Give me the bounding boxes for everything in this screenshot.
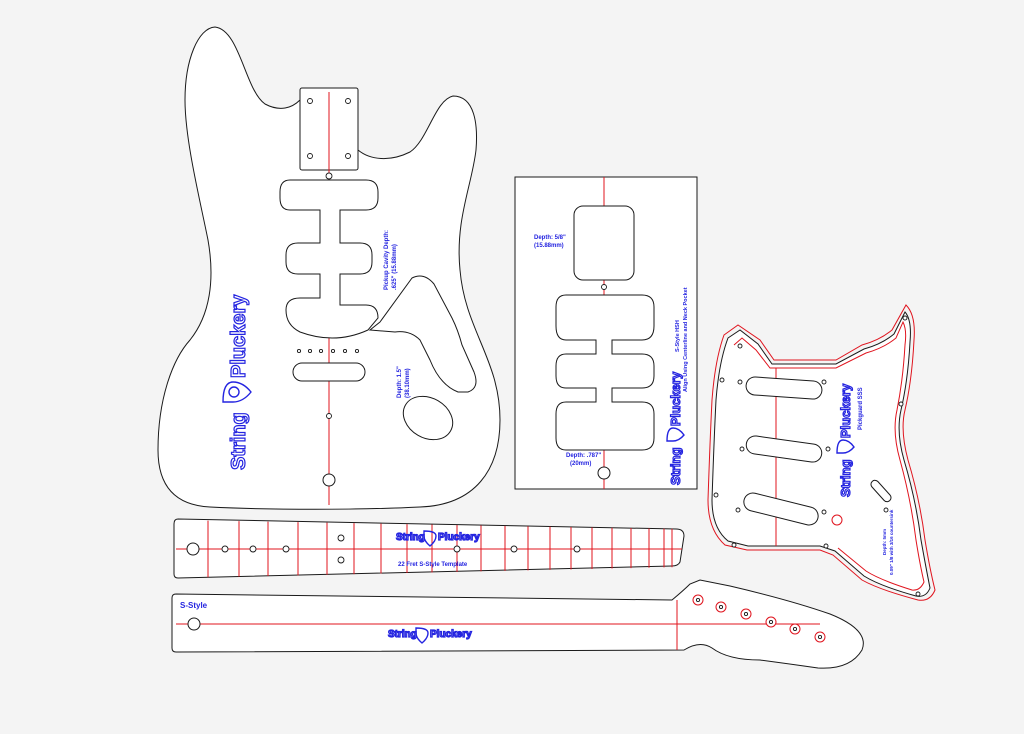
cavity-template: Depth: 5/8" (15.88mm) Depth: .787" (20mm… <box>514 176 698 490</box>
hsh-route <box>555 294 655 451</box>
neck-screw-hole <box>307 98 313 104</box>
pickguard-screw-holes <box>713 315 921 597</box>
fretboard-template: String Pluckery 22 Fret S-Style Template <box>173 518 685 579</box>
bridge-screw-holes <box>296 348 360 354</box>
logo-text-pluckery: Pluckery <box>838 383 853 438</box>
single-coil-pickup-slots <box>743 376 823 526</box>
neck-screw-hole <box>345 98 351 104</box>
pickup-depth-value: .625" (15.88mm) <box>392 244 398 290</box>
logo-text-string: String <box>396 532 425 543</box>
logo-text-pluckery: Pluckery <box>438 532 480 543</box>
logo-text-string: String <box>668 447 683 485</box>
pickup-depth-label: Pickup Cavity Depth: <box>384 230 390 290</box>
cavity-subtitle: Align Using Centerline and Neck Pocket <box>683 287 689 392</box>
cavity-title: S-Style HSH <box>675 320 681 352</box>
pickguard-note: 0.09" 1/8 with 3/16 countersink <box>889 509 894 575</box>
svg-text:Depth: 1.5" (38.10mm): Depth: 1.5" (38.10mm) <box>397 364 411 398</box>
pick-logo-icon <box>415 627 429 644</box>
pickguard-depth: Depth: 5mm <box>882 529 887 555</box>
brand-logo-body: String Pluckery <box>222 293 252 471</box>
jack-depth-value: (38.10mm) <box>405 368 411 398</box>
logo-text-string: String <box>228 412 250 470</box>
neck-screw-hole <box>345 153 351 159</box>
bottom-depth-label: Depth: .787" <box>566 453 601 459</box>
logo-text-pluckery: Pluckery <box>430 629 472 640</box>
brand-logo-neck: String Pluckery <box>387 627 473 644</box>
bridge-slot <box>292 362 366 382</box>
pickup-cavity-route <box>279 179 379 339</box>
neck-pickup-route <box>573 205 635 281</box>
svg-text:Depth: .787" (20mm): Depth: .787" (20mm) <box>566 453 603 467</box>
logo-text-pluckery: Pluckery <box>228 294 250 378</box>
svg-text:Depth: 5mm 0.09" 1/8 wit: Depth: 5mm 0.09" 1/8 with 3/16 countersi… <box>882 509 894 575</box>
cavity-pin <box>601 284 607 290</box>
switch-slot <box>870 479 892 503</box>
fret-markers <box>186 534 581 564</box>
svg-text:Depth: 5/8" (15.88mm): Depth: 5/8" (15.88mm) <box>534 235 568 249</box>
neck-screw-hole <box>307 153 313 159</box>
neck-label: S-Style <box>180 601 208 610</box>
tuner-holes <box>692 594 826 643</box>
neck-depth-label: Depth: 5/8" <box>534 235 566 241</box>
centerline-pin <box>325 172 333 180</box>
pick-logo-icon <box>423 530 437 547</box>
neck-template: S-Style String Pluckery <box>171 579 864 669</box>
svg-text:S-Style HSH Align Using: S-Style HSH Align Using Centerline and N… <box>675 287 689 392</box>
pickguard-template: Pickguard SSS Depth: 5mm 0.09" 1/8 with … <box>707 304 936 601</box>
brand-logo-cavity: String Pluckery <box>666 370 685 486</box>
truss-rod-access <box>187 617 201 631</box>
logo-text-pluckery: Pluckery <box>668 371 683 426</box>
pickguard-outer-red <box>707 304 936 601</box>
pick-logo-icon <box>836 439 855 454</box>
strap-button-hole <box>322 473 336 487</box>
centerline-pin <box>326 413 332 419</box>
control-cavity <box>368 275 477 393</box>
pick-logo-icon <box>222 381 252 403</box>
bottom-depth-value: (20mm) <box>570 461 591 467</box>
logo-text-string: String <box>838 459 853 497</box>
fretboard-caption: 22 Fret S-Style Template <box>398 562 468 568</box>
pickguard-title: Pickguard SSS <box>858 387 864 430</box>
cavity-pin <box>597 466 611 480</box>
pick-logo-icon <box>666 427 685 442</box>
jack-depth-label: Depth: 1.5" <box>397 366 403 398</box>
neck-depth-value: (15.88mm) <box>534 243 564 249</box>
output-jack-cavity <box>402 395 454 441</box>
svg-text:Pickup Cavity Depth: .62: Pickup Cavity Depth: .625" (15.88mm) <box>384 228 398 290</box>
guitar-body-template: Pickup Cavity Depth: .625" (15.88mm) Dep… <box>157 26 501 510</box>
brand-logo-pickguard: String Pluckery <box>836 382 855 498</box>
volume-pot-hole <box>831 514 843 526</box>
pickguard-inner-red <box>733 320 925 591</box>
brand-logo-fretboard: String Pluckery <box>395 530 481 547</box>
fret-lines <box>207 520 673 578</box>
logo-text-string: String <box>388 629 417 640</box>
